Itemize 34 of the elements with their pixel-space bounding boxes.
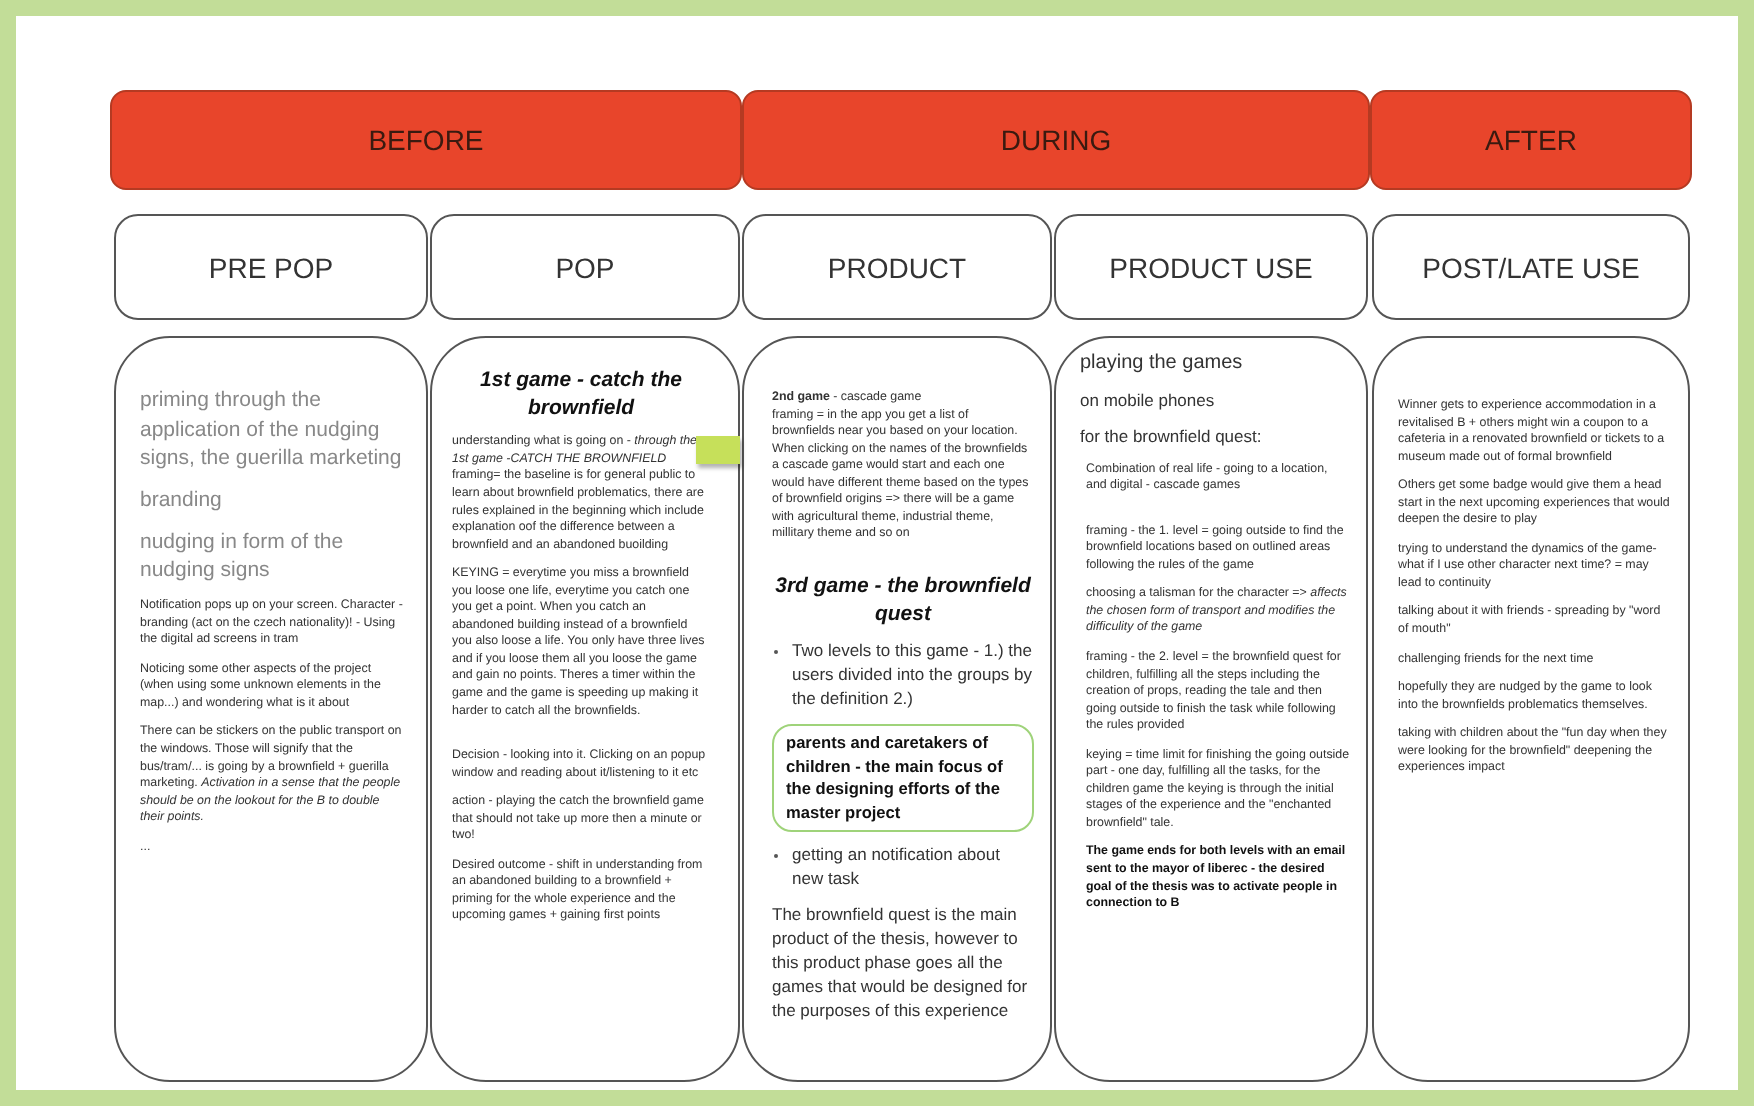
- phase-header: [742, 90, 1370, 190]
- stage-column: [1054, 336, 1368, 1082]
- header-label: POP: [555, 251, 615, 283]
- note-text: getting an notification about new task: [772, 844, 1034, 893]
- stage-box: [114, 214, 428, 320]
- header-label: PRODUCT: [827, 251, 967, 283]
- note-text: The brownfield quest is the main product of the thesis, however to this product phase goes all the games that would be designed for the purposes of this experience: [772, 904, 1030, 1024]
- note-text: for the brownfield quest:: [1080, 425, 1264, 450]
- stage-box: [430, 214, 740, 320]
- header-label: PRODUCT USE: [1109, 251, 1313, 283]
- note-text: nudging in form of the nudging signs: [140, 527, 346, 587]
- note-text: parents and caretakers of children - the main focus of the designing efforts of the master project: [786, 731, 1005, 825]
- header-label: DURING: [1000, 124, 1112, 156]
- stage-box: [742, 214, 1052, 320]
- column-heading: 1st game - catch the brownfield: [478, 366, 684, 423]
- phase-header: [1370, 90, 1692, 190]
- column-heading: 3rd game - the brownfield quest: [773, 571, 1033, 629]
- header-label: PRE POP: [208, 251, 334, 283]
- header-label: BEFORE: [368, 124, 484, 156]
- note-text: playing the games: [1080, 350, 1245, 378]
- stage-column: [1372, 336, 1690, 1082]
- stage-box: [1054, 214, 1368, 320]
- phase-header: [110, 90, 742, 190]
- stage-column: [114, 336, 428, 1082]
- header-label: POST/LATE USE: [1422, 251, 1640, 283]
- header-label: AFTER: [1485, 124, 1577, 156]
- note-text: branding: [140, 486, 224, 516]
- highlight-box: [772, 723, 1034, 833]
- stage-column: [742, 336, 1052, 1082]
- note-text: priming through the application of the nudging signs, the guerilla marketing: [140, 386, 404, 475]
- stage-box: [1372, 214, 1690, 320]
- stage-column: [430, 336, 740, 1082]
- note-text: on mobile phones: [1080, 389, 1217, 414]
- note-text: Two levels to this game - 1.) the users divided into the groups by the definition 2.): [772, 640, 1034, 712]
